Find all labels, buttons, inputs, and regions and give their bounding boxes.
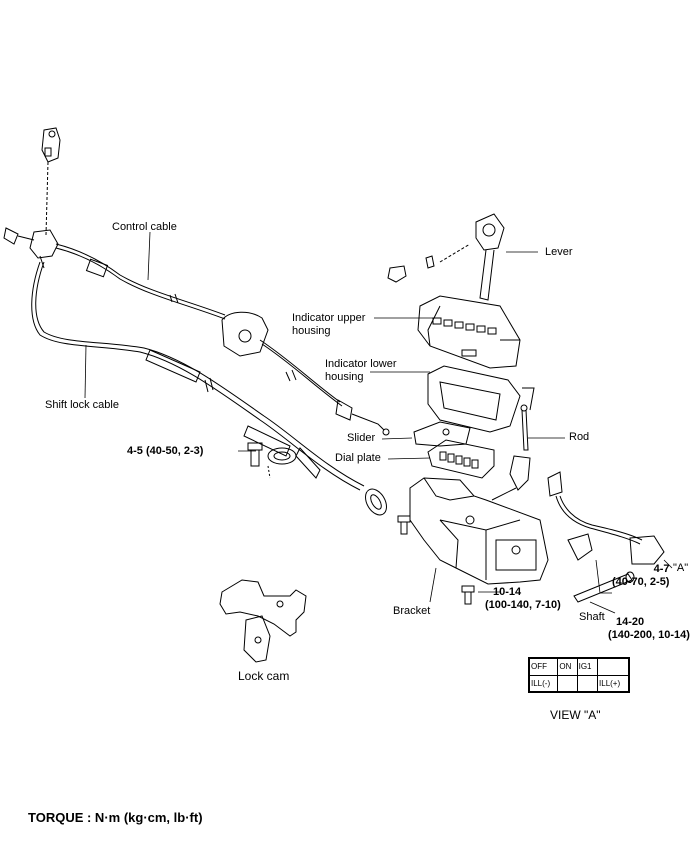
label-bracket: Bracket <box>393 605 431 617</box>
label-indicator-upper-line1: Indicator upper <box>292 312 366 324</box>
bracket <box>409 477 549 585</box>
label-indicator-lower-line1: Indicator lower <box>325 358 397 370</box>
bracket-bolts <box>397 515 475 605</box>
label-dial-plate: Dial plate <box>335 452 381 464</box>
dial-plate <box>427 439 495 479</box>
pin-ig1: IG1 <box>576 658 599 676</box>
torque-10-14: 10-14 (100-140, 7-10) <box>485 586 561 612</box>
control-cable-left-end <box>3 227 59 269</box>
rod <box>491 404 531 501</box>
label-lever: Lever <box>545 246 573 258</box>
torque-4-7-line2: (40-70, 2-5) <box>612 576 670 588</box>
label-shift-lock-cable: Shift lock cable <box>45 399 119 411</box>
wire-harness <box>547 471 665 565</box>
label-view-a-marker: "A" <box>673 562 689 574</box>
label-indicator-upper-line2: housing <box>292 325 331 337</box>
label-rod: Rod <box>569 431 590 443</box>
label-slider: Slider <box>347 432 376 444</box>
pin-ill-minus: ILL(-) <box>528 674 559 692</box>
label-shaft: Shaft <box>579 611 605 623</box>
torque-4-7-line1: 4-7 <box>653 563 670 575</box>
shift-lever <box>387 213 505 301</box>
shaft <box>573 571 635 603</box>
label-indicator-lower-line2: housing <box>325 371 364 383</box>
connector-row-1: OFF ON IG1 <box>528 658 629 676</box>
torque-14-20: 14-20 (140-200, 10-14) <box>608 616 690 642</box>
torque-10-14-line2: (100-140, 7-10) <box>485 599 561 611</box>
connector-row-2: ILL(-) ILL(+) <box>528 674 629 692</box>
label-control-cable: Control cable <box>112 221 177 233</box>
pin-empty-3 <box>576 674 599 692</box>
connector-view-a: OFF ON IG1 ILL(-) ILL(+) <box>528 657 630 693</box>
indicator-upper-housing <box>417 295 521 369</box>
torque-14-20-line2: (140-200, 10-14) <box>608 629 690 641</box>
torque-4-5: 4-5 (40-50, 2-3) <box>127 445 204 457</box>
torque-14-20-line1: 14-20 <box>616 616 645 628</box>
control-cable <box>55 243 390 436</box>
label-view-a-title: VIEW "A" <box>550 708 601 722</box>
torque-10-14-line1: 10-14 <box>493 586 522 598</box>
connector-pin-table: OFF ON IG1 ILL(-) ILL(+) <box>528 658 629 692</box>
pin-off: OFF <box>528 658 559 676</box>
torque-unit-footer: TORQUE : N·m (kg·cm, lb·ft) <box>28 810 203 825</box>
leader-lines <box>84 231 673 614</box>
lock-cam <box>219 579 307 663</box>
torque-4-7: 4-7 (40-70, 2-5) <box>612 563 669 589</box>
indicator-lower-housing <box>427 365 535 433</box>
pin-on: ON <box>557 658 578 676</box>
pin-ill-plus: ILL(+) <box>597 674 629 692</box>
cable-end-clip <box>41 127 61 236</box>
label-indicator-lower-housing: Indicator lower housing <box>325 358 397 384</box>
pin-empty-1 <box>597 658 629 676</box>
label-indicator-upper-housing: Indicator upper housing <box>292 312 365 338</box>
pin-empty-2 <box>557 674 578 692</box>
bolt-4-5 <box>247 442 297 479</box>
shift-lock-cable <box>31 261 387 516</box>
label-lock-cam: Lock cam <box>238 669 290 683</box>
